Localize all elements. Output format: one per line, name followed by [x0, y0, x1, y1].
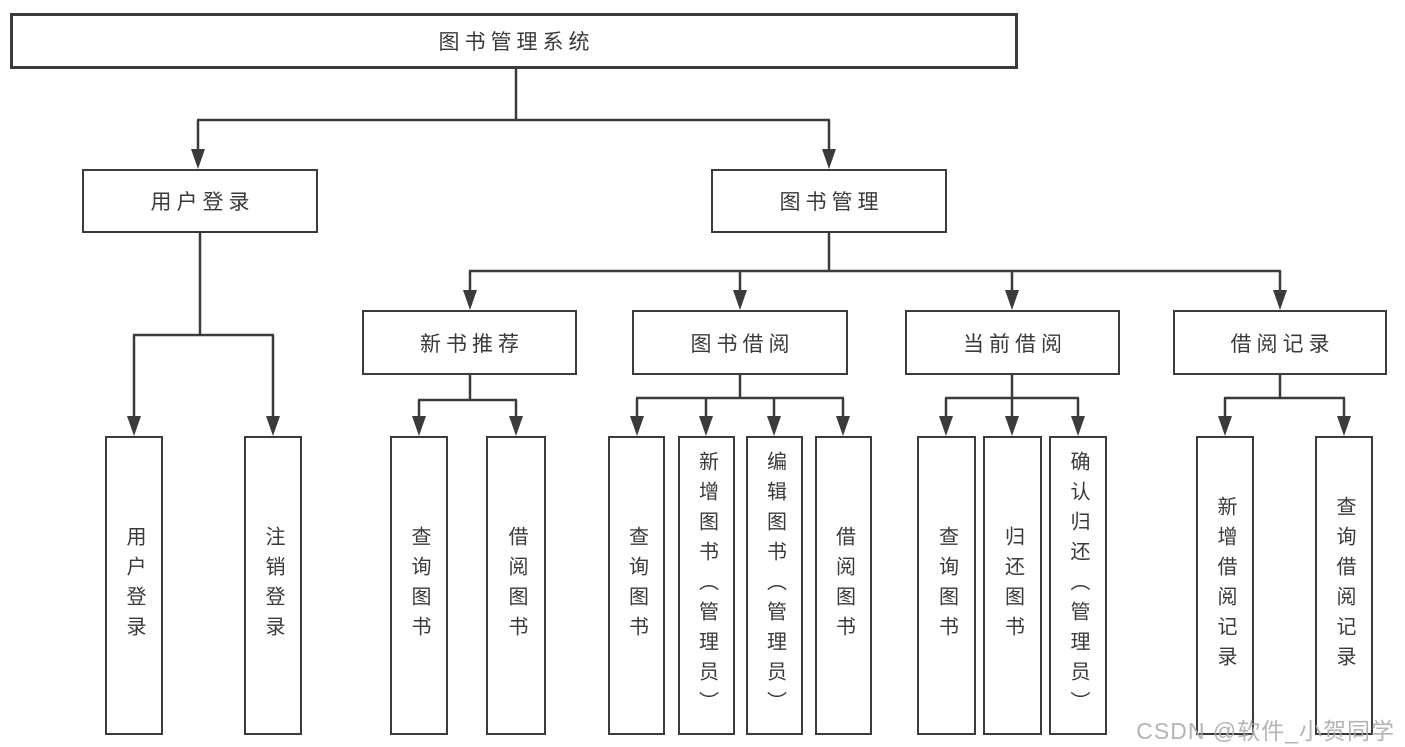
arrowheads	[630, 416, 850, 436]
watermark: CSDN @软件_小贺同学	[1136, 718, 1395, 744]
node-label: 用户登录	[150, 191, 255, 214]
connector-line	[468, 232, 1282, 294]
connector-root-to-level2	[191, 69, 836, 169]
node-label: 确认归还（管理员）	[1067, 450, 1089, 721]
node-label: 用户登录	[123, 525, 145, 646]
node-label: 编辑图书（管理员）	[763, 450, 786, 721]
arrowheads	[191, 149, 836, 169]
connector-current-borrow-to-leaves	[939, 374, 1085, 436]
node-borrowing-records: 借阅记录	[1173, 310, 1387, 375]
node-label: 新增借阅记录	[1214, 495, 1236, 676]
leaf-confirm-return-admin: 确认归还（管理员）	[1049, 436, 1107, 735]
node-label: 借阅图书	[505, 525, 527, 646]
node-current-borrowing: 当前借阅	[905, 310, 1120, 375]
leaf-query-books-current: 查询图书	[917, 436, 976, 735]
node-label: 新增图书（管理员）	[695, 450, 718, 721]
connector-line	[196, 69, 831, 152]
node-label: 查询图书	[935, 525, 958, 646]
node-label: 查询图书	[625, 525, 648, 646]
node-label: 图书借阅	[690, 332, 795, 356]
connector-line	[417, 374, 518, 420]
arrowheads	[1218, 416, 1351, 436]
node-book-management: 图书管理	[711, 169, 947, 233]
connector-user-login-to-leaves	[127, 232, 280, 436]
connector-borrow-records-to-leaves	[1218, 374, 1351, 436]
leaf-query-books-borrow: 查询图书	[608, 436, 665, 735]
node-label: 注销登录	[262, 525, 284, 646]
leaf-add-books-admin: 新增图书（管理员）	[678, 436, 735, 735]
arrowheads	[412, 416, 523, 436]
connector-line	[132, 232, 275, 420]
connector-new-book-rec-to-leaves	[412, 374, 523, 436]
node-label: 归还图书	[1001, 525, 1024, 646]
node-label: 当前借阅	[963, 332, 1067, 356]
leaf-logout: 注销登录	[244, 436, 302, 735]
node-label: 新书推荐	[420, 332, 524, 356]
connector-book-borrow-to-leaves	[630, 374, 850, 436]
leaf-borrow-books-recommend: 借阅图书	[486, 436, 546, 735]
node-label: 借阅图书	[832, 525, 855, 646]
leaf-borrow-books: 借阅图书	[815, 436, 872, 735]
leaf-add-borrow-record: 新增借阅记录	[1196, 436, 1254, 735]
connector-book-mgmt-to-level3	[463, 232, 1287, 310]
node-user-login: 用户登录	[82, 169, 318, 233]
node-label: 查询借阅记录	[1333, 495, 1355, 676]
node-book-borrowing: 图书借阅	[632, 310, 848, 375]
leaf-return-books: 归还图书	[983, 436, 1042, 735]
arrowheads	[939, 416, 1085, 436]
leaf-user-login: 用户登录	[105, 436, 163, 735]
node-label: 图书管理	[779, 191, 884, 214]
arrowheads	[463, 290, 1287, 310]
node-root-library-system: 图书管理系统	[10, 13, 1018, 69]
leaf-edit-books-admin: 编辑图书（管理员）	[746, 436, 803, 735]
node-new-book-recommend: 新书推荐	[362, 310, 577, 375]
connector-line	[635, 374, 845, 420]
arrowheads	[127, 416, 280, 436]
connector-line	[944, 374, 1080, 420]
node-label: 查询图书	[408, 525, 430, 646]
connector-line	[1223, 374, 1346, 420]
leaf-query-books-recommend: 查询图书	[390, 436, 448, 735]
node-label: 图书管理系统	[438, 31, 595, 54]
leaf-query-borrow-record: 查询借阅记录	[1315, 436, 1373, 735]
node-label: 借阅记录	[1230, 332, 1335, 356]
